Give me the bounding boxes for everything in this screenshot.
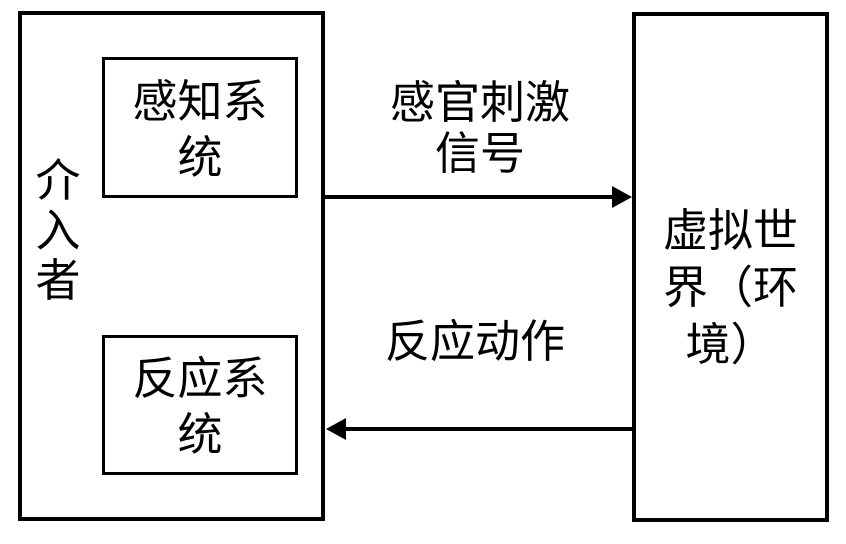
virtual-world-label-line3: 境） bbox=[685, 320, 776, 370]
intervener-label: 介 入 者 bbox=[33, 156, 83, 306]
stimulus-arrow-line bbox=[325, 195, 614, 199]
virtual-world-box: 虚拟世 界（环 境） bbox=[632, 12, 829, 522]
reaction-arrowhead bbox=[326, 418, 346, 440]
virtual-world-label-line2: 界（环 bbox=[662, 263, 798, 313]
perception-system-label-line2: 统 bbox=[177, 132, 223, 183]
intervener-label-char: 介 bbox=[35, 156, 81, 206]
stimulus-arrowhead bbox=[612, 186, 632, 208]
virtual-world-label-line1: 虚拟世 bbox=[662, 206, 798, 256]
virtual-world-label: 虚拟世 界（环 境） bbox=[636, 203, 825, 374]
intervener-label-char: 者 bbox=[35, 256, 81, 306]
reaction-system-label-line2: 统 bbox=[177, 410, 223, 460]
stimulus-arrow-label-line1: 感官刺激 bbox=[389, 78, 570, 128]
perception-system-box: 感知系 统 bbox=[102, 57, 298, 198]
stimulus-arrow-label: 感官刺激 信号 bbox=[355, 78, 605, 180]
reaction-system-box: 反应系 统 bbox=[102, 335, 298, 475]
perception-system-label-line1: 感知系 bbox=[132, 76, 268, 127]
reaction-arrow-line bbox=[344, 427, 632, 431]
intervener-box: 介 入 者 感知系 统 反应系 统 bbox=[18, 11, 325, 521]
reaction-system-label-line1: 反应系 bbox=[132, 354, 268, 404]
stimulus-arrow-label-line2: 信号 bbox=[434, 129, 525, 179]
reaction-arrow-label-line1: 反应动作 bbox=[384, 317, 565, 367]
reaction-arrow-label: 反应动作 bbox=[350, 317, 600, 368]
intervener-label-char: 入 bbox=[35, 206, 81, 256]
